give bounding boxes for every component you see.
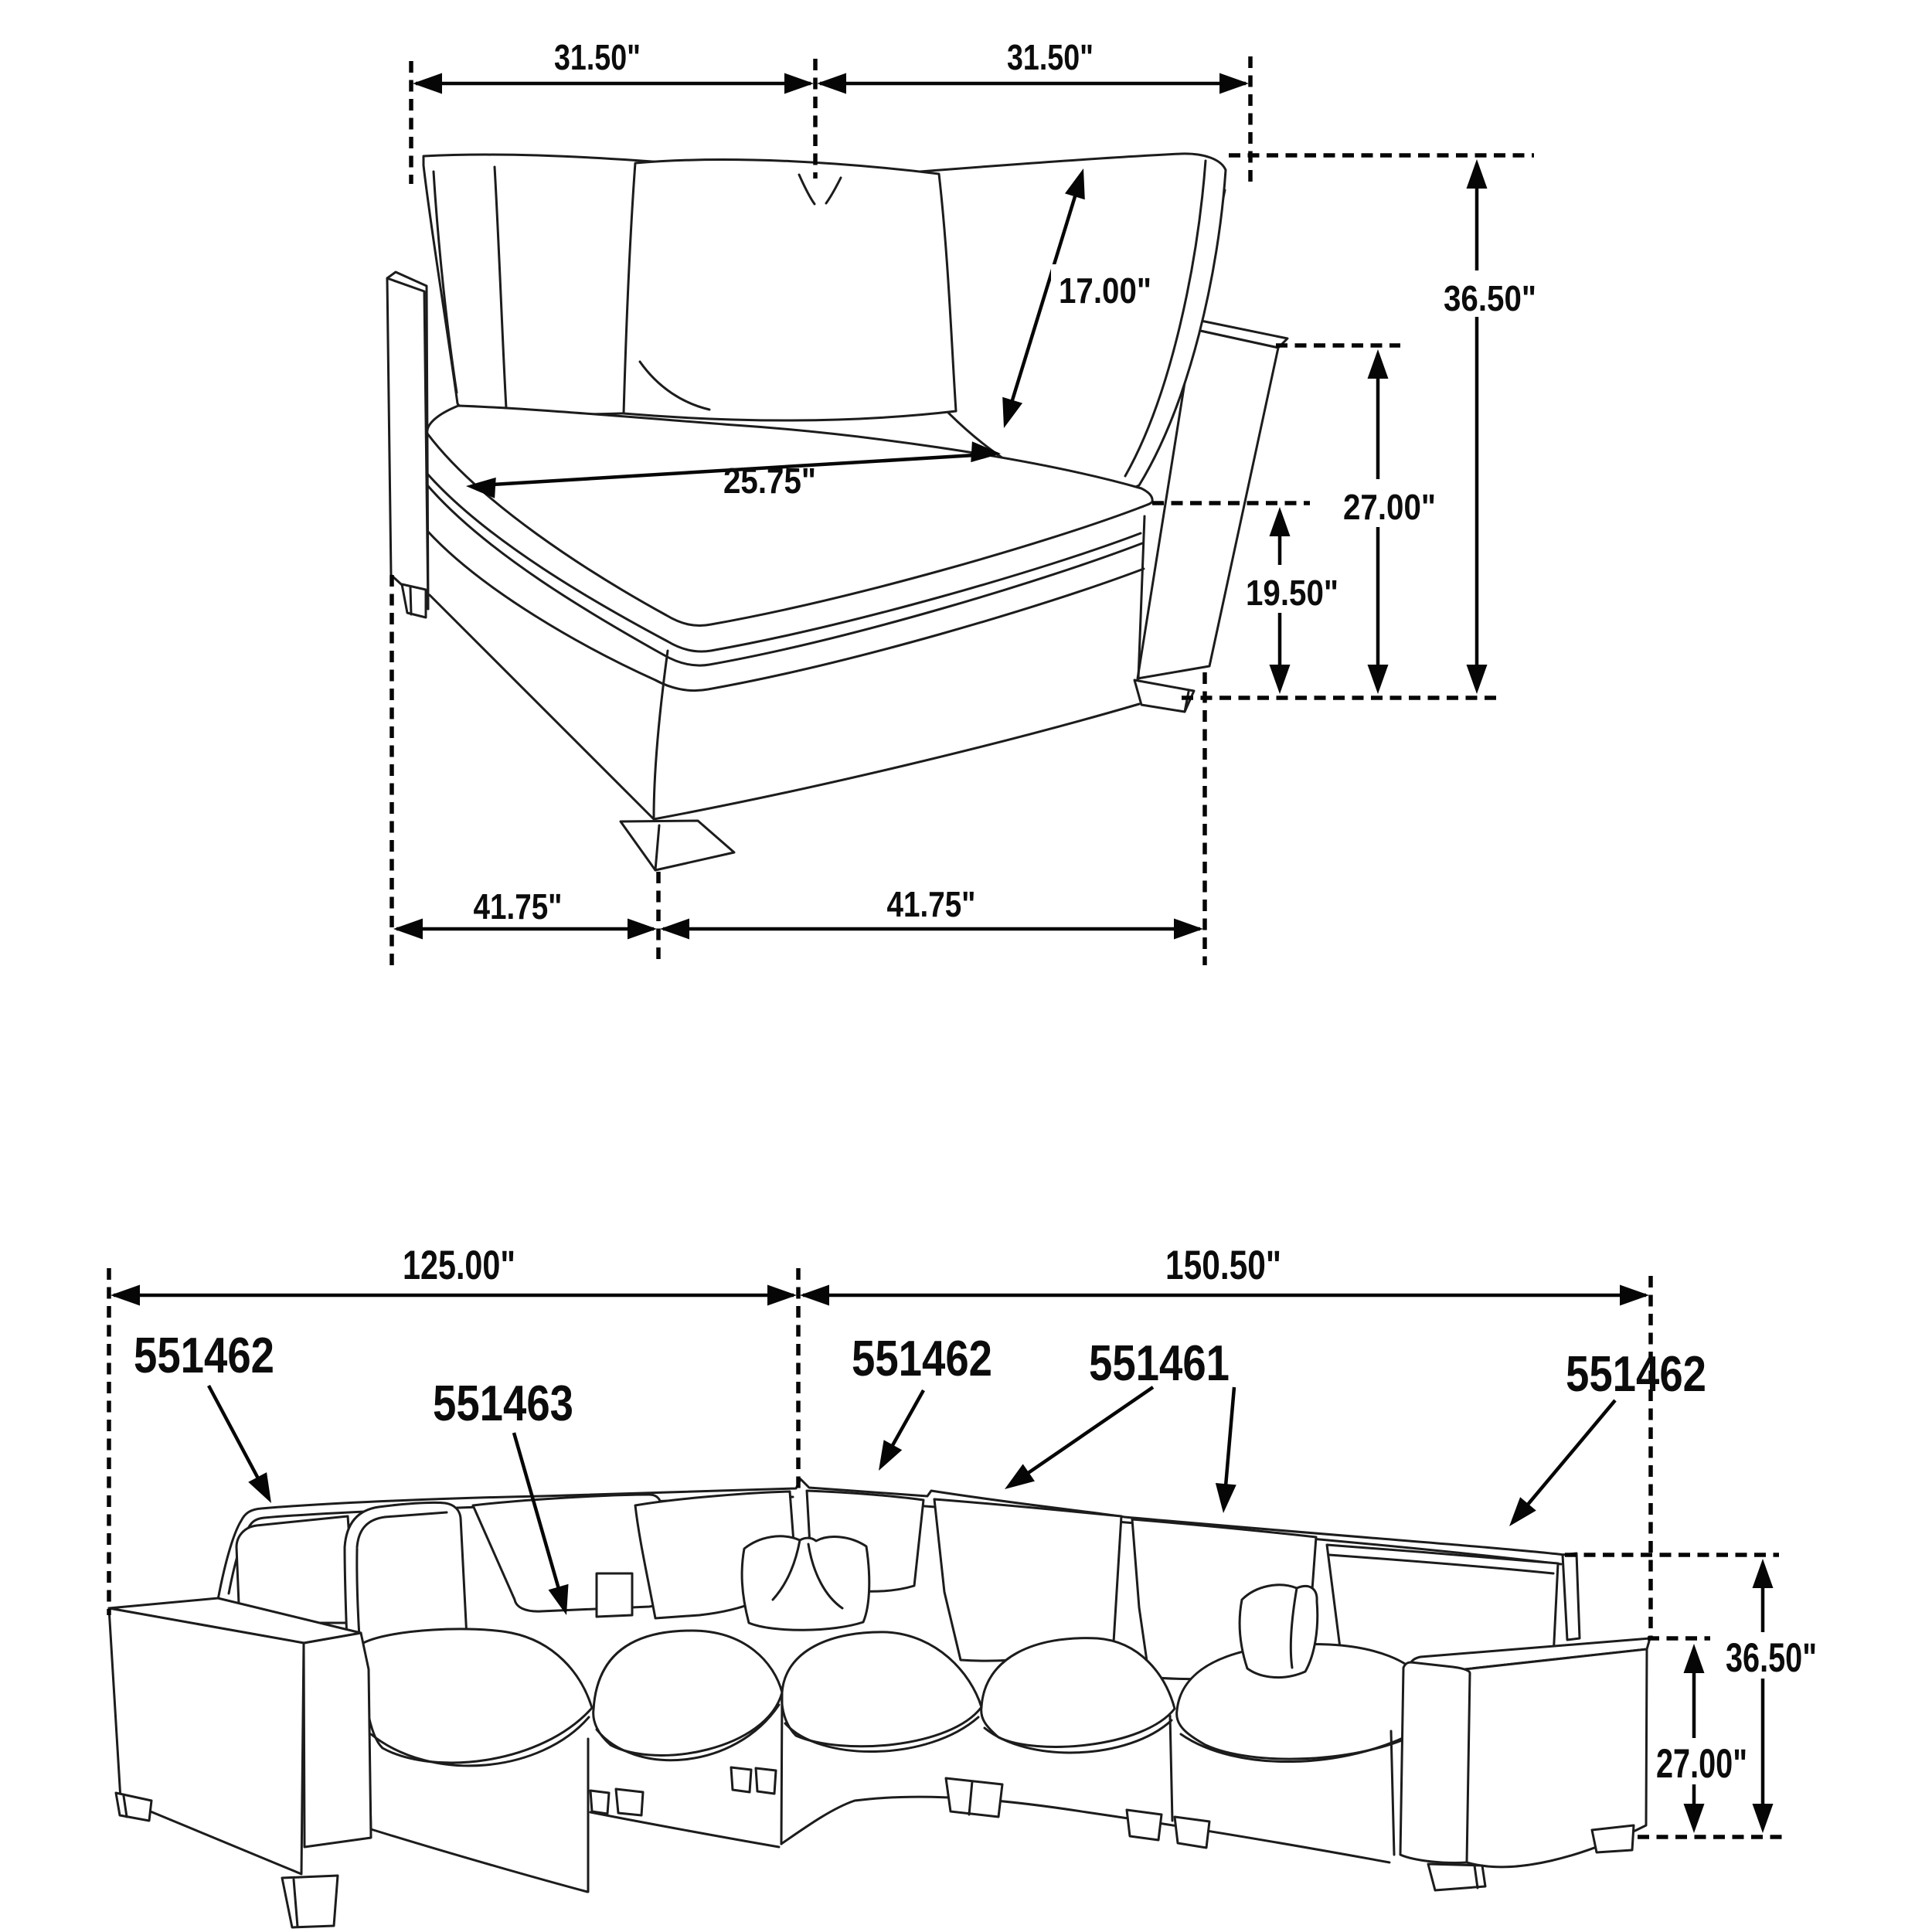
svg-text:36.50": 36.50" (1726, 1635, 1817, 1681)
svg-text:551461: 551461 (1089, 1335, 1230, 1391)
svg-text:25.75": 25.75" (723, 461, 816, 501)
svg-text:27.00": 27.00" (1656, 1741, 1747, 1787)
svg-text:27.00": 27.00" (1343, 487, 1436, 527)
svg-text:36.50": 36.50" (1444, 278, 1536, 318)
svg-text:17.00": 17.00" (1059, 270, 1151, 311)
svg-text:551462: 551462 (852, 1330, 992, 1386)
svg-text:31.50": 31.50" (554, 37, 641, 77)
svg-text:41.75": 41.75" (474, 886, 563, 927)
svg-text:31.50": 31.50" (1007, 37, 1094, 77)
svg-text:551462: 551462 (1566, 1345, 1706, 1402)
svg-text:125.00": 125.00" (403, 1243, 515, 1288)
svg-text:41.75": 41.75" (887, 884, 976, 924)
svg-text:19.50": 19.50" (1246, 573, 1338, 613)
svg-text:551462: 551462 (134, 1327, 274, 1383)
svg-text:551463: 551463 (433, 1375, 573, 1431)
svg-text:150.50": 150.50" (1165, 1243, 1281, 1288)
